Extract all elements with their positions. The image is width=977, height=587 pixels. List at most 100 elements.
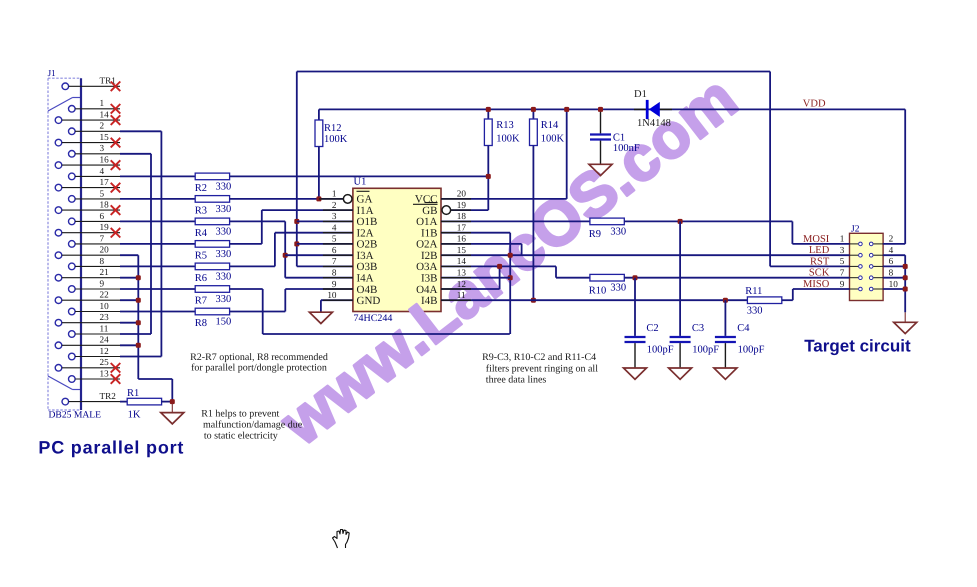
svg-text:12: 12 [457, 279, 467, 289]
svg-text:10: 10 [100, 301, 110, 311]
svg-text:GB: GB [422, 205, 437, 217]
svg-text:17: 17 [457, 223, 467, 233]
svg-text:1K: 1K [128, 410, 141, 421]
svg-text:R1 helps to prevent: R1 helps to prevent [201, 409, 279, 420]
svg-text:100nF: 100nF [613, 143, 640, 154]
svg-text:I3B: I3B [421, 273, 438, 285]
svg-text:I3A: I3A [357, 250, 374, 262]
svg-text:4: 4 [100, 166, 105, 176]
svg-text:malfunction/damage due: malfunction/damage due [203, 420, 303, 431]
svg-text:RST: RST [810, 256, 830, 267]
svg-text:R9-C3, R10-C2 and R11-C4: R9-C3, R10-C2 and R11-C4 [482, 352, 596, 363]
svg-text:R11: R11 [745, 286, 762, 297]
svg-text:330: 330 [216, 249, 232, 260]
svg-text:2: 2 [332, 200, 337, 210]
svg-text:VDD: VDD [803, 99, 826, 110]
svg-text:330: 330 [610, 226, 626, 237]
svg-text:R2-R7 optional, R8 recommended: R2-R7 optional, R8 recommended [190, 352, 328, 363]
svg-text:R7: R7 [195, 296, 207, 307]
svg-text:6: 6 [889, 256, 894, 266]
svg-text:I1B: I1B [421, 228, 438, 240]
svg-text:21: 21 [100, 267, 110, 277]
svg-text:10: 10 [327, 290, 337, 300]
svg-text:O3A: O3A [416, 261, 437, 273]
svg-text:I4B: I4B [421, 295, 438, 307]
svg-text:22: 22 [100, 290, 110, 300]
svg-text:18: 18 [457, 211, 467, 221]
svg-text:I2A: I2A [357, 228, 374, 240]
svg-text:13: 13 [100, 368, 110, 378]
svg-text:5: 5 [100, 188, 105, 198]
svg-text:2: 2 [889, 234, 894, 244]
svg-text:DB25 MALE: DB25 MALE [49, 410, 102, 421]
svg-text:MOSI: MOSI [803, 234, 830, 245]
svg-text:20: 20 [100, 245, 110, 255]
svg-text:100K: 100K [541, 134, 565, 145]
svg-text:7: 7 [840, 268, 845, 278]
svg-text:330: 330 [747, 305, 763, 316]
svg-text:1: 1 [332, 189, 337, 199]
svg-text:TR1: TR1 [100, 76, 117, 86]
svg-text:R14: R14 [541, 120, 559, 131]
svg-text:100K: 100K [496, 134, 520, 145]
svg-text:R5: R5 [195, 251, 207, 262]
svg-text:R1: R1 [127, 388, 139, 399]
svg-text:R13: R13 [496, 120, 514, 131]
svg-text:R4: R4 [195, 228, 208, 239]
svg-text:TR2: TR2 [100, 391, 117, 401]
svg-text:1: 1 [840, 234, 845, 244]
svg-text:13: 13 [457, 268, 467, 278]
svg-text:9: 9 [332, 279, 337, 289]
svg-text:O4A: O4A [416, 284, 437, 296]
svg-text:16: 16 [457, 234, 467, 244]
svg-text:100pF: 100pF [738, 345, 765, 356]
svg-text:25: 25 [100, 357, 110, 367]
svg-text:O4B: O4B [357, 284, 378, 296]
svg-text:J2: J2 [851, 225, 860, 235]
svg-text:14: 14 [457, 256, 467, 266]
svg-text:330: 330 [216, 272, 232, 283]
svg-text:R6: R6 [195, 273, 207, 284]
svg-text:C3: C3 [692, 323, 704, 334]
svg-text:24: 24 [100, 335, 110, 345]
svg-text:O2A: O2A [416, 239, 437, 251]
svg-text:20: 20 [457, 189, 467, 199]
svg-text:6: 6 [100, 211, 105, 221]
svg-text:5: 5 [332, 234, 337, 244]
svg-text:LED: LED [809, 245, 830, 256]
svg-text:16: 16 [100, 155, 110, 165]
svg-text:I1A: I1A [357, 205, 374, 217]
svg-text:D1: D1 [634, 89, 647, 100]
svg-text:100K: 100K [324, 134, 348, 145]
svg-text:filters prevent ringing on all: filters prevent ringing on all [486, 364, 598, 375]
svg-text:100pF: 100pF [647, 345, 674, 356]
svg-text:2: 2 [100, 121, 105, 131]
svg-text:R12: R12 [324, 123, 342, 134]
svg-text:O1A: O1A [416, 216, 437, 228]
svg-text:1N4148: 1N4148 [637, 118, 671, 129]
svg-text:for parallel port/dongle prote: for parallel port/dongle protection [191, 363, 327, 374]
svg-text:5: 5 [840, 256, 845, 266]
svg-text:9: 9 [100, 278, 105, 288]
svg-text:O1B: O1B [357, 216, 378, 228]
svg-text:7: 7 [100, 233, 105, 243]
svg-text:MISO: MISO [803, 279, 830, 290]
svg-text:100pF: 100pF [692, 345, 719, 356]
svg-text:18: 18 [100, 200, 110, 210]
svg-text:8: 8 [332, 268, 337, 278]
svg-text:three data lines: three data lines [486, 374, 547, 385]
svg-text:17: 17 [100, 177, 110, 187]
svg-text:C4: C4 [737, 323, 750, 334]
svg-text:R2: R2 [195, 183, 207, 194]
svg-text:23: 23 [100, 312, 110, 322]
svg-text:150: 150 [216, 317, 232, 328]
svg-text:74HC244: 74HC244 [354, 313, 393, 324]
svg-text:8: 8 [889, 268, 894, 278]
svg-text:GND: GND [357, 295, 381, 307]
svg-text:O2B: O2B [357, 239, 378, 251]
svg-text:I4A: I4A [357, 273, 374, 285]
svg-text:O3B: O3B [357, 261, 378, 273]
svg-text:Target circuit: Target circuit [804, 337, 911, 356]
svg-text:to static electricity: to static electricity [204, 431, 278, 442]
svg-text:8: 8 [100, 256, 105, 266]
